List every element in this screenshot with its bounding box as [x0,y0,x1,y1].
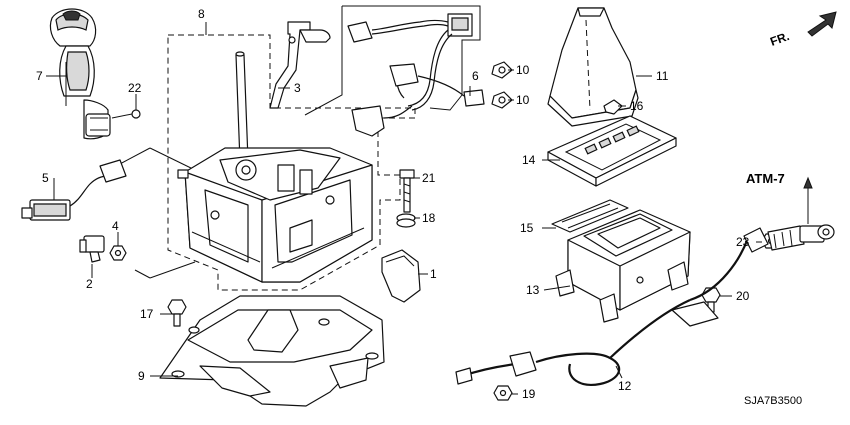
callout-17: 17 [140,307,154,321]
callout-12: 12 [618,379,632,393]
callout-16: 16 [630,99,644,113]
boot-clip [603,99,623,115]
clip-upper [491,61,513,79]
knob-screw [111,109,141,119]
end-cover [381,249,421,303]
nut [109,245,127,261]
reference-label: ATM-7 [746,171,785,186]
callout-labels: 7 22 8 3 6 10 10 11 16 14 15 13 21 18 1 … [36,7,750,401]
shift-knob [49,8,111,140]
callout-20: 20 [736,289,750,303]
sensor-group-frame [304,5,481,116]
callout-23: 23 [736,235,750,249]
switch-group-frame [117,147,196,279]
solenoid [79,235,105,263]
callout-18: 18 [422,211,436,225]
bolt [399,169,415,213]
shift-lever-assembly [177,51,373,283]
bracket-bolt [167,299,187,327]
callout-5: 5 [42,171,49,185]
callout-9: 9 [138,369,145,383]
indicator-panel [547,115,677,187]
slide-plate [551,199,629,233]
callout-15: 15 [520,221,534,235]
callout-22: 22 [128,81,142,95]
callout-6: 6 [472,69,479,83]
callout-3: 3 [294,81,301,95]
control-cable [455,224,835,386]
collar [396,213,416,228]
callout-2: 2 [86,277,93,291]
front-direction-arrow [807,11,837,37]
sensor-harness [347,13,485,137]
callout-8: 8 [198,7,205,21]
callout-13: 13 [526,283,540,297]
callout-1: 1 [430,267,437,281]
callout-19: 19 [522,387,536,401]
console-housing [555,209,691,323]
base-bracket [159,295,385,407]
shift-boot [547,7,639,127]
leader-lines [46,22,762,395]
callout-7: 7 [36,69,43,83]
clip-lower [491,91,513,109]
reference-arrow [803,176,813,224]
callout-11: 11 [656,69,669,83]
cable-end-nut [493,385,513,401]
callout-10-lower: 10 [516,93,530,107]
shift-switch [21,159,127,221]
diagram-code: SJA7B3500 [744,395,802,407]
callout-10-upper: 10 [516,63,530,77]
direction-label: FR. [768,29,791,49]
bracket [269,21,331,109]
callout-4: 4 [112,219,119,233]
callout-14: 14 [522,153,536,167]
callout-21: 21 [422,171,436,185]
